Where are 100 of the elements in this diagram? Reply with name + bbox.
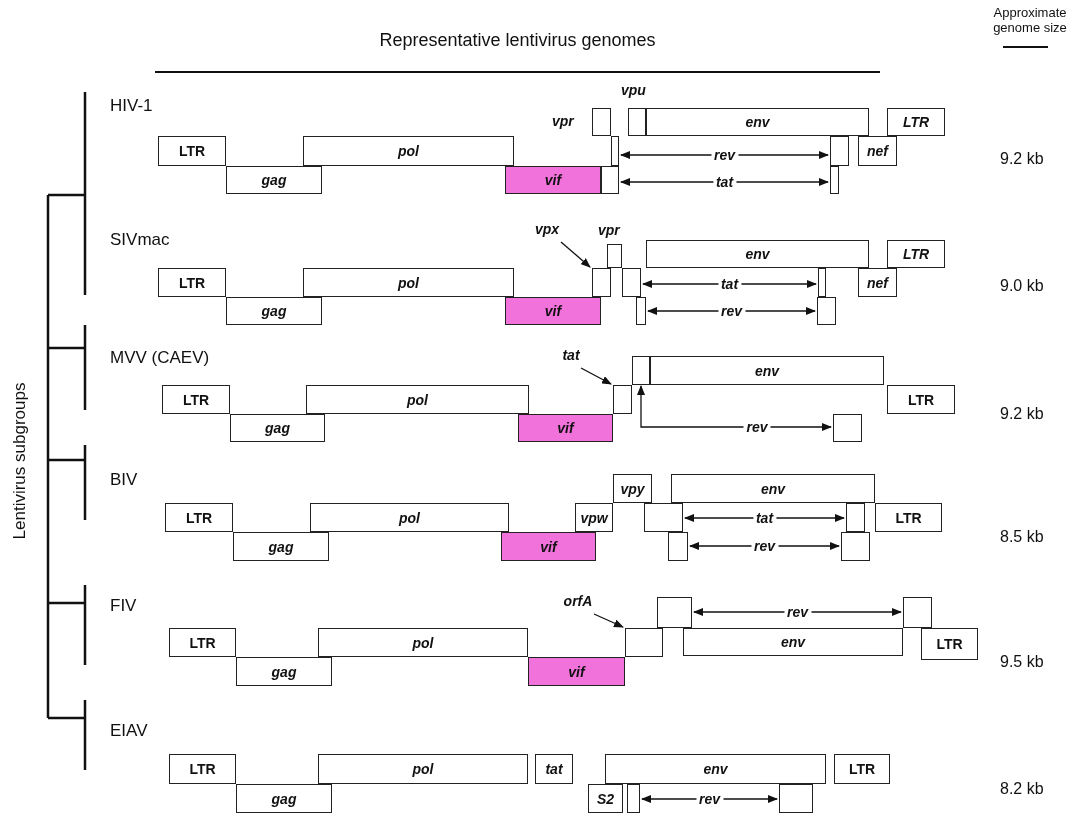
virus-name: MVV (CAEV) (110, 348, 210, 368)
virus-name: HIV-1 (110, 96, 153, 116)
exon-box (607, 244, 622, 268)
exon-box (779, 784, 813, 813)
ltr-box: LTR (162, 385, 230, 414)
exon-box (668, 532, 688, 561)
ltr-box: LTR (921, 628, 978, 660)
virus-name: BIV (110, 470, 138, 490)
leader-arrow (593, 613, 624, 628)
exon-box (833, 414, 862, 442)
gene-box: pol (310, 503, 509, 532)
genome-size: 9.5 kb (1000, 653, 1044, 671)
gene-box: vpw (575, 503, 613, 532)
gene-box: pol (306, 385, 529, 414)
edge-label: tat (752, 510, 777, 526)
exon-box (628, 108, 646, 136)
gene-box: vpy (613, 474, 652, 503)
exon-box (830, 166, 839, 194)
exon-box (846, 503, 865, 532)
double-arrow (647, 307, 816, 315)
ltr-box: LTR (158, 268, 226, 297)
gene-box: env (671, 474, 875, 503)
double-arrow (637, 385, 832, 431)
gene-box: env (646, 108, 869, 136)
gene-label: vpr (552, 113, 574, 129)
gene-box: env (646, 240, 869, 268)
gene-box: gag (236, 657, 332, 686)
edge-label: tat (717, 276, 742, 292)
gene-box: vif (518, 414, 613, 442)
ltr-box: LTR (887, 385, 955, 414)
virus-name: EIAV (110, 721, 148, 741)
exon-box (903, 597, 932, 628)
exon-box (841, 532, 870, 561)
genome-size: 9.2 kb (1000, 405, 1044, 423)
genome-size: 9.0 kb (1000, 277, 1044, 295)
exon-box (644, 503, 683, 532)
exon-box (625, 628, 663, 657)
title: Representative lentivirus genomes (378, 30, 657, 51)
ltr-box: LTR (169, 628, 236, 657)
genome-size: 8.5 kb (1000, 528, 1044, 546)
gene-box: env (683, 628, 903, 656)
gene-box: nef (858, 136, 897, 166)
genome-size: 9.2 kb (1000, 150, 1044, 168)
exon-box (657, 597, 692, 628)
leader-arrow (560, 241, 591, 268)
genome-size: 8.2 kb (1000, 780, 1044, 798)
gene-box: pol (303, 268, 514, 297)
double-arrow (684, 514, 845, 522)
double-arrow (620, 151, 829, 159)
gene-box: vif (505, 166, 601, 194)
exon-box (592, 108, 611, 136)
exon-box (632, 356, 650, 385)
double-arrow (641, 795, 778, 803)
exon-box (830, 136, 849, 166)
axis-title: Lentivirus subgroups (10, 381, 30, 542)
double-arrow (689, 542, 840, 550)
ltr-box: LTR (169, 754, 236, 784)
double-arrow (693, 608, 902, 616)
edge-label: tat (712, 174, 737, 190)
virus-name: FIV (110, 596, 137, 616)
gene-box: env (605, 754, 826, 784)
gene-box: LTR (887, 108, 945, 136)
virus-name: SIVmac (110, 230, 170, 250)
gene-box: LTR (887, 240, 945, 268)
ltr-box: LTR (165, 503, 233, 532)
header-text: Approximate genome size (992, 5, 1068, 35)
gene-box: vif (528, 657, 625, 686)
exon-box (611, 136, 619, 166)
exon-box (622, 268, 641, 297)
gene-label: orfA (556, 592, 600, 610)
gene-label: tat (555, 346, 587, 364)
exon-box (613, 385, 632, 414)
gene-label: vpr (598, 222, 620, 238)
exon-box (817, 297, 836, 325)
gene-box: gag (226, 297, 322, 325)
ltr-box: LTR (834, 754, 890, 784)
leader-arrow (580, 367, 612, 385)
gene-label: vpx (527, 220, 567, 238)
gene-box: pol (318, 754, 528, 784)
gene-box: gag (226, 166, 322, 194)
exon-box (636, 297, 646, 325)
gene-box: vif (501, 532, 596, 561)
ltr-box: LTR (875, 503, 942, 532)
gene-box: pol (318, 628, 528, 657)
exon-box (818, 268, 826, 297)
double-arrow (642, 280, 817, 288)
gene-box: S2 (588, 784, 623, 813)
double-arrow (620, 178, 829, 186)
gene-box: env (650, 356, 884, 385)
ltr-box: LTR (158, 136, 226, 166)
gene-label: vpu (621, 82, 646, 98)
gene-box: vif (505, 297, 601, 325)
gene-box: gag (230, 414, 325, 442)
gene-box: nef (858, 268, 897, 297)
exon-box (627, 784, 640, 813)
gene-box: gag (233, 532, 329, 561)
exon-box (601, 166, 619, 194)
exon-box (592, 268, 611, 297)
gene-box: pol (303, 136, 514, 166)
gene-box: gag (236, 784, 332, 813)
